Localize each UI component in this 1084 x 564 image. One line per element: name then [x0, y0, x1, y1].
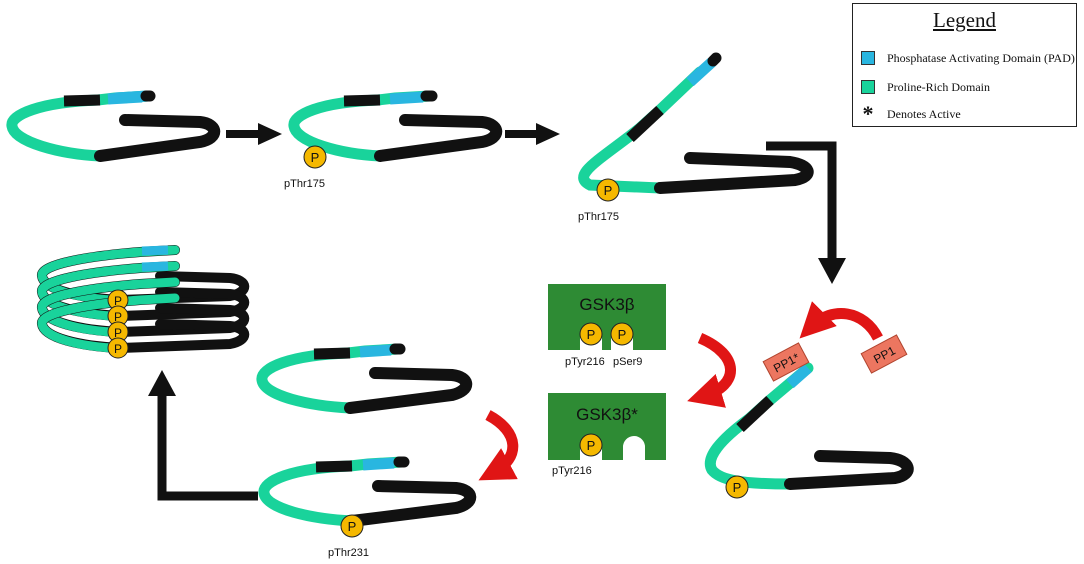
phospho-site-pthr175-2: P [596, 178, 620, 202]
arrow-right-1 [226, 123, 282, 145]
svg-text:P: P [114, 326, 122, 340]
tau-protein-3 [578, 52, 814, 194]
red-arrow-pp1 [799, 301, 883, 341]
red-arrow-tau [478, 410, 519, 481]
legend-title: Legend [933, 8, 996, 32]
arrow-up [148, 370, 258, 501]
svg-text:P: P [618, 327, 627, 342]
gsk3b-active: GSK3β* P [548, 393, 666, 460]
legend-label-prd: Proline-Rich Domain [887, 79, 990, 94]
tau-protein-6 [704, 362, 914, 490]
phospho-p-label: P [311, 150, 320, 165]
legend-item-pad: Phosphatase Activating Domain (PAD) [861, 49, 1075, 67]
svg-text:P: P [587, 327, 596, 342]
phospho-site-pthr175-1: P [303, 145, 327, 169]
svg-text:P: P [587, 438, 596, 453]
legend: Legend Phosphatase Activating Domain (PA… [852, 3, 1077, 127]
tau-protein-4 [256, 343, 473, 414]
aggregate-phospho-sites: P P P P [107, 289, 129, 359]
label-ptyr216-1: pTyr216 [565, 356, 605, 368]
label-pthr175-2: pThr175 [578, 211, 619, 223]
arrow-right-2 [505, 123, 560, 145]
label-pthr175-1: pThr175 [284, 178, 325, 190]
tau-protein-1 [6, 90, 221, 162]
label-pthr231: pThr231 [328, 547, 369, 559]
svg-text:P: P [604, 183, 613, 198]
gsk3b-active-label: GSK3β* [576, 405, 638, 424]
svg-text:P: P [114, 310, 122, 324]
svg-text:P: P [348, 519, 357, 534]
phospho-site-pthr231: P [340, 514, 364, 538]
legend-item-prd: Proline-Rich Domain [861, 78, 990, 96]
label-ptyr216-2: pTyr216 [552, 465, 592, 477]
svg-text:P: P [114, 294, 122, 308]
gsk3b-label: GSK3β [579, 295, 634, 314]
gsk3b-inactive: GSK3β P P [548, 284, 666, 350]
legend-item-active: * Denotes Active [861, 101, 961, 126]
pp1-active: PP1* [762, 342, 810, 382]
svg-text:P: P [114, 342, 122, 356]
asterisk-icon: * [862, 101, 874, 126]
legend-label-pad: Phosphatase Activating Domain (PAD) [887, 50, 1075, 65]
prd-swatch [861, 80, 875, 94]
svg-text:P: P [733, 480, 742, 495]
label-pser9: pSer9 [613, 356, 642, 368]
tau-aggregate [37, 245, 250, 354]
phospho-site-tau6: P [725, 475, 749, 499]
tau-protein-2 [288, 90, 503, 162]
arrow-down [766, 141, 846, 284]
tau-protein-5 [258, 456, 477, 527]
red-arrow-gsk3b [687, 332, 736, 408]
pp1-inactive: PP1 [860, 334, 908, 374]
pad-swatch [861, 51, 875, 65]
legend-label-active: Denotes Active [887, 106, 961, 121]
